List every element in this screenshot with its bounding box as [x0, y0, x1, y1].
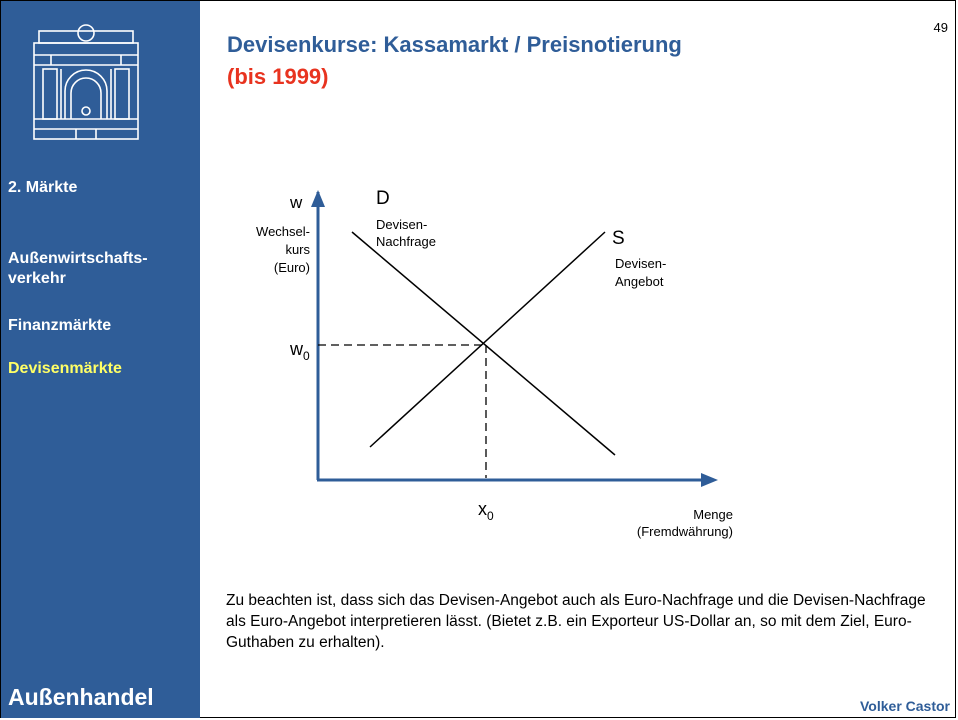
supply-symbol: S	[612, 228, 625, 249]
demand-label-line1: Devisen-	[376, 217, 427, 232]
y-axis-arrow-icon	[311, 190, 325, 207]
equilibrium-price-label: w0	[289, 339, 310, 363]
footnote-text: Zu beachten ist, dass sich das Devisen-A…	[226, 592, 926, 651]
supply-demand-diagram: w Wechsel- kurs (Euro) D Devisen- Nachfr…	[256, 188, 733, 539]
sidebar-item-finanzmaerkte[interactable]: Finanzmärkte	[8, 317, 112, 334]
demand-label-line2: Nachfrage	[376, 234, 436, 249]
city-gate-logo-icon	[33, 24, 139, 140]
supply-label-line2: Angebot	[615, 274, 664, 289]
supply-label-line1: Devisen-	[615, 256, 666, 271]
sidebar-item-maerkte[interactable]: 2. Märkte	[8, 179, 78, 196]
brand-label: Außenhandel	[8, 684, 154, 710]
x-axis-arrow-icon	[701, 473, 718, 487]
x-axis-label-line1: Menge	[693, 507, 733, 522]
y-axis-symbol: w	[289, 193, 303, 212]
supply-curve	[369, 231, 606, 448]
y-axis-label-line2: kurs	[285, 242, 310, 257]
demand-symbol: D	[376, 188, 390, 209]
y-axis-label-line3: (Euro)	[274, 260, 310, 275]
sidebar-item-aussenwirtschaftsverkehr[interactable]: Außenwirtschafts- verkehr	[8, 250, 148, 287]
x-axis-label-line2: (Fremdwährung)	[637, 524, 733, 539]
equilibrium-quantity-label: x0	[478, 499, 494, 523]
y-axis-label-line1: Wechsel-	[256, 224, 310, 239]
sidebar-item-devisenmaerkte[interactable]: Devisenmärkte	[8, 360, 122, 377]
slide-subtitle: (bis 1999)	[227, 64, 329, 89]
slide-title: Devisenkurse: Kassamarkt / Preisnotierun…	[227, 32, 682, 57]
page-number: 49	[933, 20, 948, 35]
author-name: Volker Castor	[860, 698, 950, 714]
sidebar: 2. Märkte Außenwirtschafts- verkehr Fina…	[1, 1, 200, 718]
